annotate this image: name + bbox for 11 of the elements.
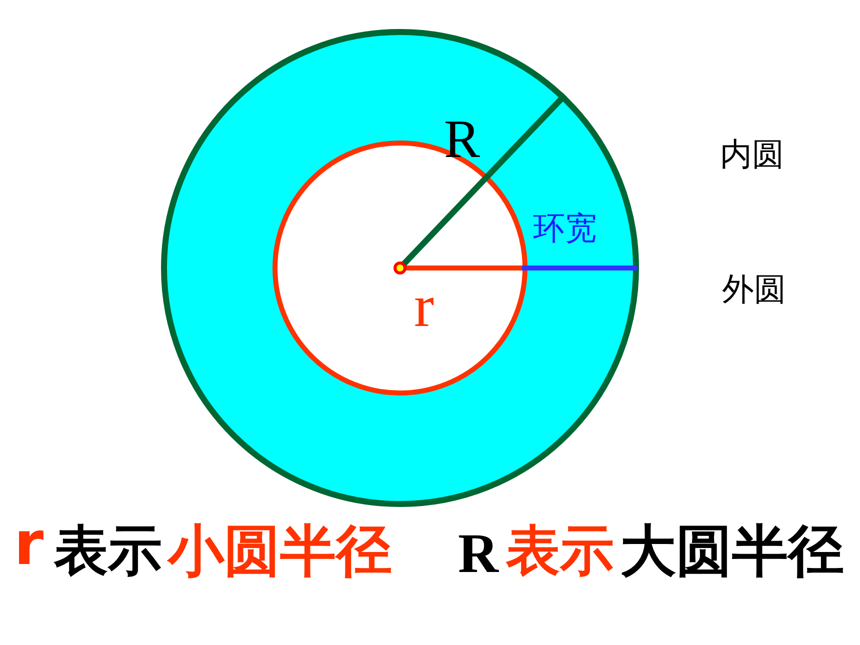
inner-circle-label: 内圆 — [720, 138, 784, 170]
outer-circle-label: 外圆 — [722, 273, 786, 305]
legend-text: 小圆半径 — [168, 524, 392, 580]
legend-text: 表示 — [54, 524, 162, 578]
legend-text: 大圆半径 — [620, 524, 844, 580]
legend-text: R — [458, 526, 498, 582]
radius-label: R — [444, 112, 480, 166]
ring-width-label: 环宽 — [533, 212, 597, 244]
radius-label: r — [414, 276, 434, 336]
legend-text: r — [14, 514, 44, 574]
legend-text: 表示 — [506, 524, 614, 578]
